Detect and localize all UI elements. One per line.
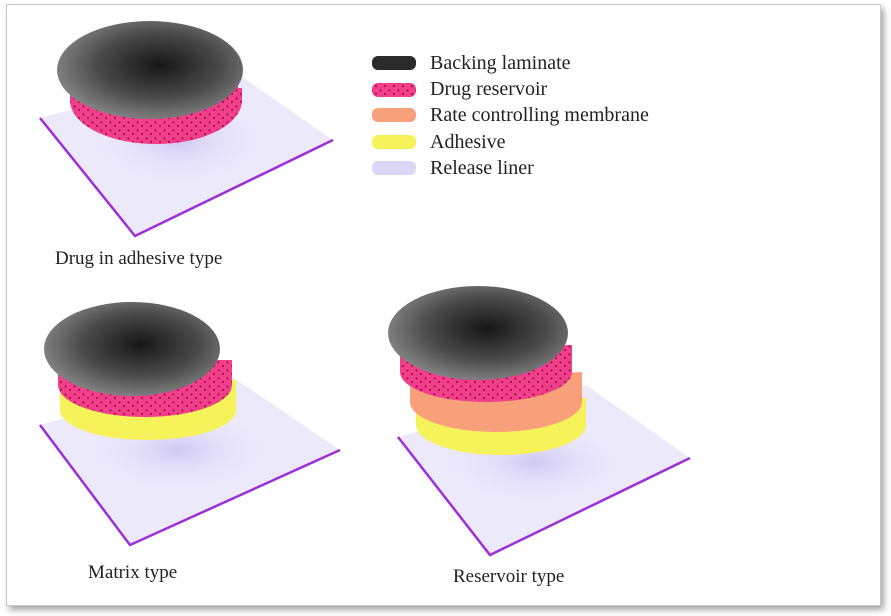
caption-drug-in-adhesive: Drug in adhesive type: [55, 248, 222, 269]
legend-swatch-backing-laminate: [372, 56, 416, 70]
backing-laminate: [57, 21, 243, 119]
diagram-reservoir: [388, 286, 691, 557]
caption-reservoir: Reservoir type: [453, 566, 564, 587]
legend-label-backing-laminate: Backing laminate: [430, 52, 571, 74]
legend-label-release-liner: Release liner: [430, 157, 534, 179]
legend-swatch-release-liner: [372, 161, 416, 175]
diagram-matrix: [39, 302, 341, 547]
legend: Backing laminate Drug reservoir Rate con…: [372, 52, 649, 179]
legend-label-rate-controlling-membrane: Rate controlling membrane: [430, 104, 649, 126]
legend-swatch-rate-controlling-membrane: [372, 108, 416, 122]
backing-laminate: [44, 302, 220, 396]
release-liner-edge: [39, 117, 334, 238]
legend-swatch-adhesive: [372, 135, 416, 149]
release-liner-edge: [39, 424, 341, 547]
diagram-drug-in-adhesive: [39, 21, 334, 238]
release-liner-edge: [397, 436, 691, 557]
caption-matrix: Matrix type: [88, 562, 177, 583]
legend-swatch-drug-reservoir: [372, 83, 416, 97]
legend-label-drug-reservoir: Drug reservoir: [430, 78, 548, 100]
backing-laminate: [388, 286, 568, 380]
legend-label-adhesive: Adhesive: [430, 131, 506, 153]
